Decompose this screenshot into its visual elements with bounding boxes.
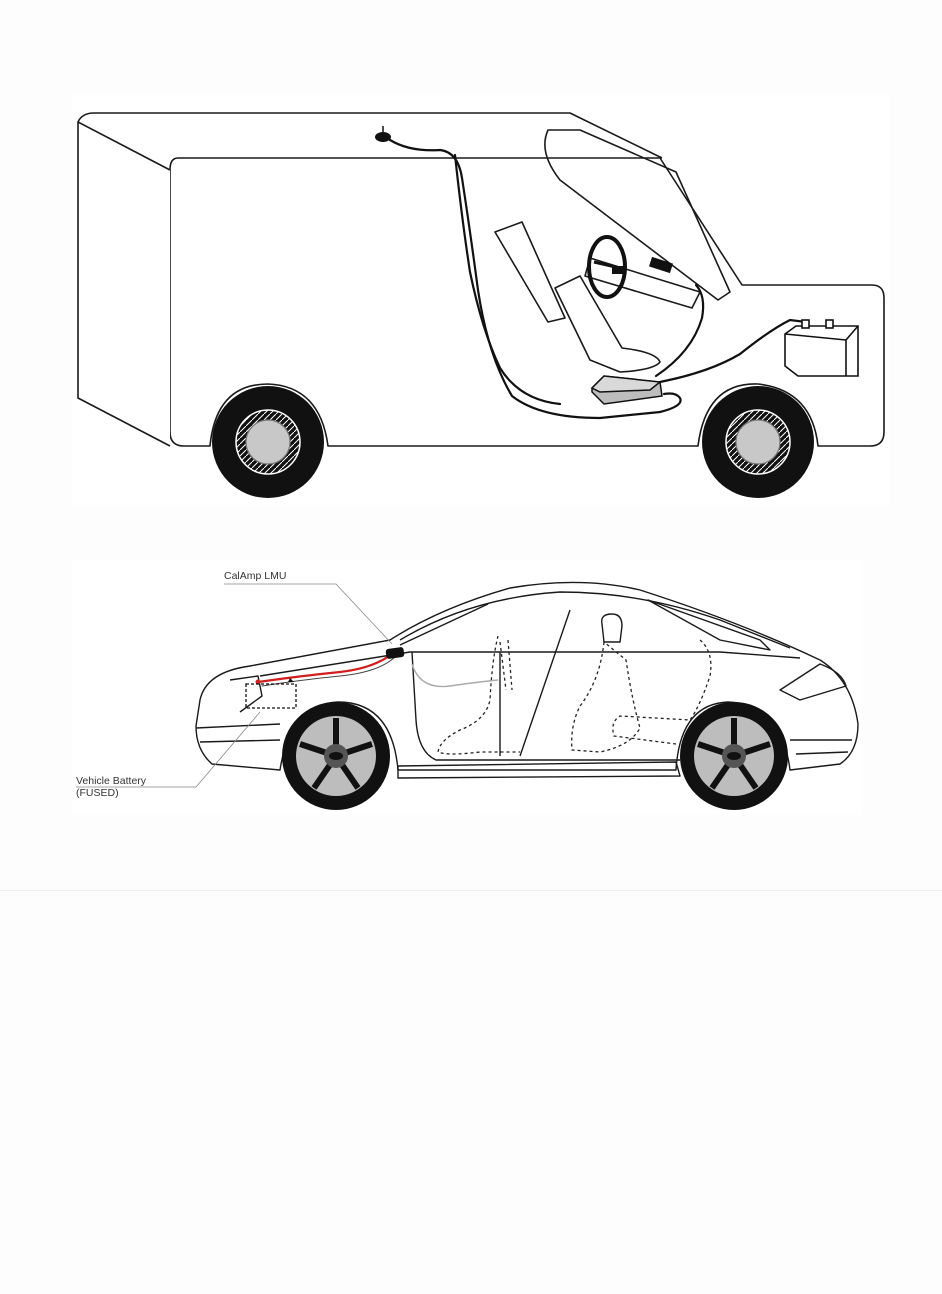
battery-label: Vehicle Battery [76, 775, 146, 787]
battery-icon [785, 320, 858, 376]
van-front-wheel [702, 386, 814, 498]
antenna-icon [375, 126, 391, 142]
van-rear [78, 122, 170, 446]
van-rear-wheel [212, 386, 324, 498]
car-rear-wheel [680, 702, 788, 810]
battery-fused-label: (FUSED) [76, 787, 119, 799]
lmu-label: CalAmp LMU [224, 570, 286, 582]
van-roof [78, 113, 662, 158]
car-front-wheel [282, 702, 390, 810]
